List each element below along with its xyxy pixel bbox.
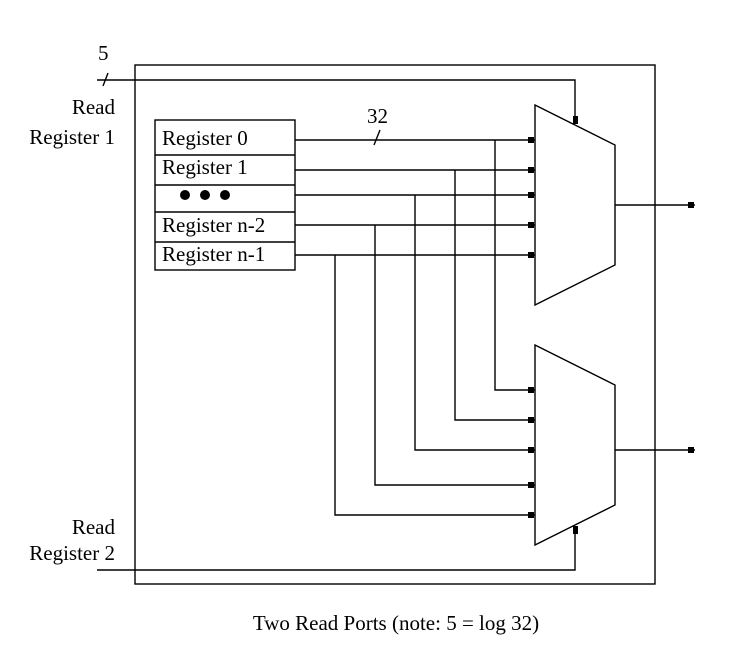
read-register-2-arrow [573, 526, 578, 534]
register-0-label: Register 0 [162, 126, 248, 150]
register-1-label: Register 1 [162, 155, 248, 179]
multiplexer-1 [534, 103, 616, 307]
read-register-2-label-line2: Register 2 [29, 541, 115, 565]
read-register-2-label-line1: Read [72, 515, 116, 539]
ellipsis-dots-icon [180, 190, 230, 200]
read-data-2-arrow [688, 447, 694, 453]
mux2-input-wires [334, 140, 535, 518]
bus-width-label-32: 32 [367, 104, 388, 128]
diagram-caption: Two Read Ports (note: 5 = log 32) [253, 611, 539, 635]
register-file-boundary [134, 64, 656, 585]
bus-width-label-5: 5 [98, 41, 109, 65]
bus-width-slash-32 [373, 129, 381, 146]
read-register-1-arrow [573, 116, 578, 124]
read-data-1-arrow [688, 202, 694, 208]
multiplexer-2 [534, 343, 616, 547]
read-register-1-label-line2: Register 1 [29, 125, 115, 149]
read-register-1-wire [97, 79, 576, 124]
read-register-1-label-line1: Read [72, 95, 116, 119]
read-register-2-wire [97, 526, 576, 571]
register-n-2-label: Register n-2 [162, 213, 265, 237]
register-n-1-label: Register n-1 [162, 242, 265, 266]
register-block: Register 0 Register 1 Register n-2 Regis… [154, 119, 296, 271]
